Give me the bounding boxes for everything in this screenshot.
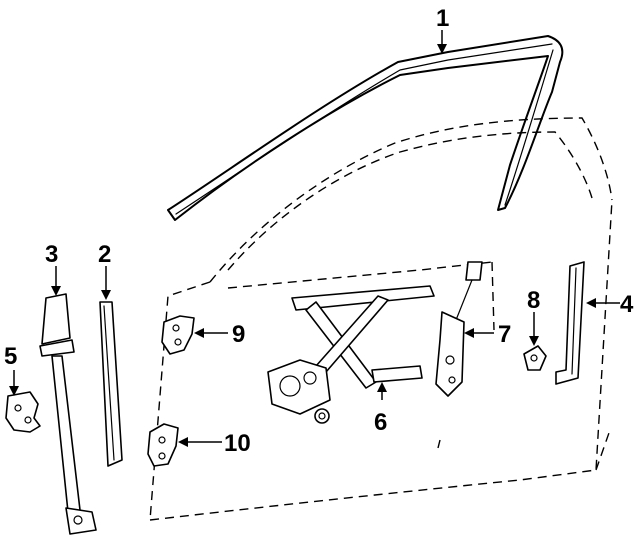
- callout-6: 6: [374, 409, 387, 436]
- callout-2: 2: [98, 241, 111, 268]
- callout-4: 4: [620, 291, 634, 318]
- bracket-left: [5, 391, 41, 433]
- callout-9: 9: [232, 321, 245, 348]
- callout-7: 7: [498, 321, 511, 348]
- rear-channel: [555, 261, 585, 385]
- weatherstrip-vertical: [99, 301, 123, 467]
- callout-10: 10: [224, 430, 251, 457]
- callout-3: 3: [45, 241, 58, 268]
- door-latch-assembly: [435, 261, 483, 397]
- glass-run-rail: [39, 293, 97, 535]
- door-outline: [149, 117, 613, 521]
- callout-8: 8: [527, 287, 540, 314]
- callout-1: 1: [436, 5, 449, 32]
- clip-small: [523, 345, 547, 371]
- leader-lines: [9, 30, 620, 447]
- window-regulator: [267, 285, 435, 424]
- hinge-lower: [147, 423, 179, 467]
- window-run-channel: [167, 35, 564, 221]
- hinge-upper: [161, 315, 195, 355]
- callout-5: 5: [4, 343, 17, 370]
